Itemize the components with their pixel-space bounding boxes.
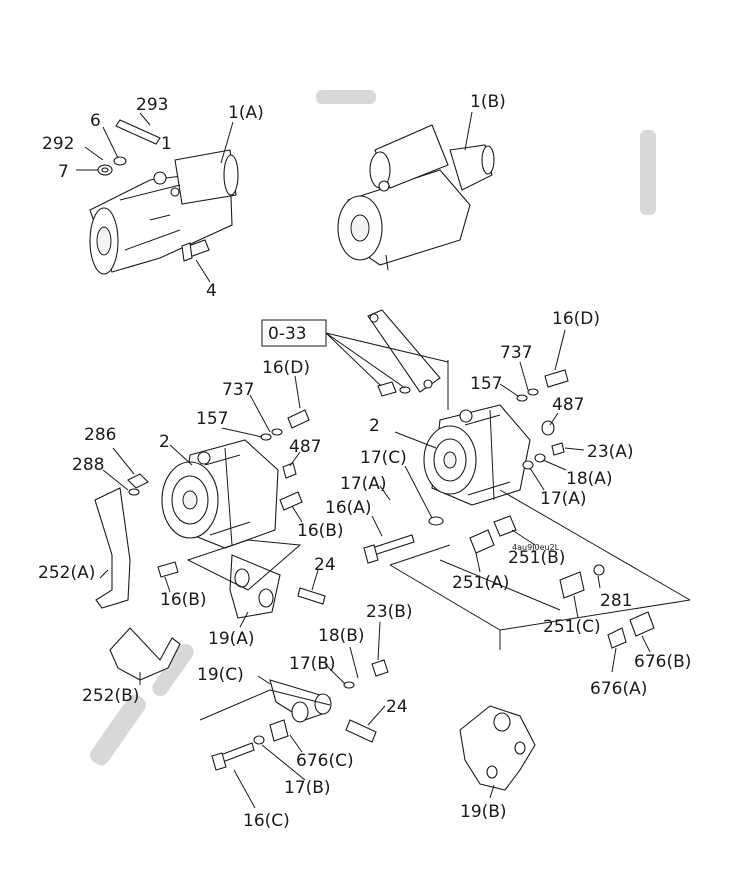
label-252a: 252(A) <box>38 563 95 583</box>
label-293: 293 <box>136 95 168 115</box>
label-23a: 23(A) <box>587 442 634 462</box>
bracket-252a <box>94 487 131 609</box>
label-676a: 676(A) <box>590 679 647 699</box>
label-16c: 16(C) <box>243 811 290 831</box>
alternator-bracket-top <box>367 309 441 397</box>
watermark-text: 4au9J0eu2L <box>512 543 560 552</box>
label-1: 1 <box>161 134 172 154</box>
label-19c: 19(C) <box>197 665 244 685</box>
label-292: 292 <box>42 134 74 154</box>
label-24-upper: 24 <box>314 555 336 575</box>
label-251b: 251(B) <box>508 548 565 568</box>
alternator-right-fasteners <box>363 369 569 564</box>
label-7: 7 <box>58 162 69 182</box>
label-16b-left: 16(B) <box>297 521 344 541</box>
label-2-left: 2 <box>159 432 170 452</box>
label-286: 286 <box>84 425 116 445</box>
alternator-left <box>161 439 279 549</box>
label-17b-top: 17(B) <box>289 654 336 674</box>
label-252b: 252(B) <box>82 686 139 706</box>
bushing-set <box>469 515 655 649</box>
alternator-right <box>423 404 531 506</box>
label-2-right: 2 <box>369 416 380 436</box>
label-17a-right: 17(A) <box>540 489 587 509</box>
label-24-lower: 24 <box>386 697 408 717</box>
mount-19a <box>157 554 326 619</box>
redaction-mark <box>640 130 656 215</box>
label-251c: 251(C) <box>543 617 601 637</box>
redaction-mark <box>90 694 146 766</box>
label-4: 4 <box>206 281 217 301</box>
label-676b: 676(B) <box>634 652 691 672</box>
label-157-right: 157 <box>470 374 502 394</box>
label-17a-middle: 17(A) <box>340 474 387 494</box>
label-23b: 23(B) <box>366 602 413 622</box>
label-157-left: 157 <box>196 409 228 429</box>
starter-motor-b <box>337 124 495 271</box>
alternator-left-fasteners <box>127 409 310 511</box>
label-16d-left: 16(D) <box>262 358 310 378</box>
label-288: 288 <box>72 455 104 475</box>
label-0-33: 0-33 <box>268 324 307 344</box>
label-487-right: 487 <box>552 395 584 415</box>
label-676c: 676(C) <box>296 751 354 771</box>
label-6: 6 <box>90 111 101 131</box>
label-737-left: 737 <box>222 380 254 400</box>
label-18b: 18(B) <box>318 626 365 646</box>
redaction-mark <box>152 643 194 697</box>
label-1b: 1(B) <box>470 92 506 112</box>
label-19a: 19(A) <box>208 629 255 649</box>
label-16d-right: 16(D) <box>552 309 600 329</box>
label-1a: 1(A) <box>228 103 264 123</box>
label-16a: 16(A) <box>325 498 372 518</box>
label-18a: 18(A) <box>566 469 613 489</box>
label-737-right: 737 <box>500 343 532 363</box>
label-281: 281 <box>600 591 632 611</box>
label-17b-bottom: 17(B) <box>284 778 331 798</box>
mount-19c <box>211 659 389 771</box>
label-16b-bottom: 16(B) <box>160 590 207 610</box>
label-251a: 251(A) <box>452 573 509 593</box>
label-17c: 17(C) <box>360 448 407 468</box>
label-19b: 19(B) <box>460 802 507 822</box>
redaction-mark <box>316 90 376 104</box>
mount-19b <box>459 705 536 791</box>
bracket-252b <box>109 627 181 681</box>
starter-motor-a <box>89 149 239 275</box>
label-487-left: 487 <box>289 437 321 457</box>
fastener-set-a <box>97 119 210 262</box>
